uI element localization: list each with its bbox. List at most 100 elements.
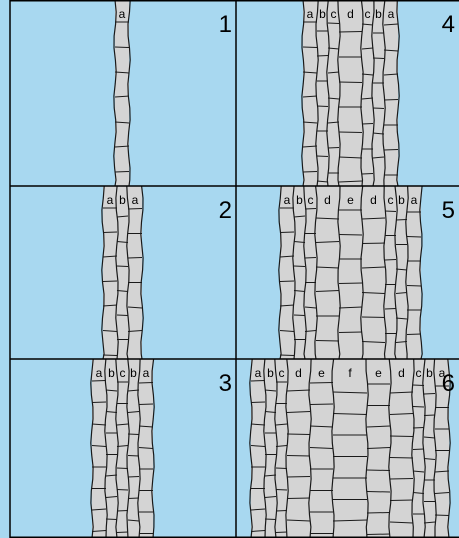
cell-wall [384, 100, 398, 101]
cell-wall [390, 458, 413, 459]
cell-wall [287, 434, 310, 435]
cell-wall [339, 32, 362, 33]
column-label-b: b [426, 366, 433, 380]
column-label-a: a [132, 193, 139, 207]
column-label-a: a [119, 7, 126, 21]
cell-wall [103, 232, 117, 233]
cell-wall [390, 436, 413, 437]
cell-wall [106, 519, 117, 520]
column-label-a: a [255, 366, 262, 380]
column-label-c: c [365, 7, 371, 21]
growth-strip [280, 186, 421, 359]
cell-wall [280, 355, 294, 356]
cell-wall [117, 266, 128, 267]
column-label-b: b [375, 7, 382, 21]
column-label-c: c [388, 193, 394, 207]
cell-wall [407, 286, 421, 287]
column-label-a: a [284, 193, 291, 207]
cell-wall [310, 404, 333, 405]
column-label-b: b [398, 193, 405, 207]
cell-wall [276, 511, 287, 512]
cell-wall [435, 515, 449, 516]
cell-wall [385, 309, 396, 310]
cell-wall [339, 132, 362, 133]
cell-wall [317, 106, 328, 107]
cell-wall [339, 235, 362, 236]
cell-wall [115, 47, 129, 48]
cell-wall [317, 56, 328, 57]
column-label-b: b [130, 366, 137, 380]
cell-wall [407, 237, 421, 238]
cell-wall [390, 479, 413, 480]
cell-wall [117, 315, 128, 316]
cell-wall [303, 47, 317, 48]
cell-wall [276, 532, 287, 533]
cell-wall [128, 434, 139, 435]
cell-wall [384, 150, 398, 151]
column-label-c: c [308, 193, 314, 207]
column-label-d: d [324, 193, 331, 207]
cell-wall [339, 82, 362, 83]
panel-5: abcdedcba5 [236, 186, 459, 359]
cell-wall [276, 490, 287, 491]
cell-wall [362, 174, 373, 175]
cell-wall [424, 394, 435, 395]
column-label-e: e [347, 193, 354, 207]
cell-wall [128, 498, 139, 499]
cell-wall [413, 449, 424, 450]
cell-wall [117, 468, 128, 469]
column-label-b: b [296, 193, 303, 207]
cell-wall [139, 383, 153, 384]
column-label-c: c [120, 366, 126, 380]
cell-wall [328, 148, 339, 149]
panel-number: 3 [219, 370, 232, 397]
cell-wall [396, 220, 407, 221]
cell-wall [310, 383, 333, 384]
column-label-a: a [388, 7, 395, 21]
cell-wall [413, 428, 424, 429]
column-label-c: c [416, 366, 422, 380]
cell-wall [128, 258, 142, 259]
column-label-a: a [143, 366, 150, 380]
cell-wall [128, 456, 139, 457]
cell-wall [305, 258, 316, 259]
cell-wall [385, 211, 396, 212]
column-label-b: b [119, 193, 126, 207]
cell-wall [92, 402, 106, 403]
cell-wall [407, 334, 421, 335]
column-label-e: e [318, 366, 325, 380]
panel-4: abcdcba4 [236, 0, 459, 186]
panel-3: abcba3 [10, 359, 236, 538]
column-label-b: b [319, 7, 326, 21]
column-label-c: c [279, 366, 285, 380]
column-label-b: b [267, 366, 274, 380]
cell-wall [413, 407, 424, 408]
cell-wall [117, 511, 128, 512]
cell-wall [280, 281, 294, 282]
cell-wall [280, 232, 294, 233]
column-label-d: d [398, 366, 405, 380]
column-label-e: e [375, 366, 382, 380]
panel-number: 4 [442, 11, 455, 38]
cell-wall [251, 381, 265, 382]
cell-wall [287, 456, 310, 457]
column-label-a: a [96, 366, 103, 380]
cell-wall [294, 315, 305, 316]
cell-wall [117, 490, 128, 491]
cell-wall [303, 172, 317, 173]
cell-wall [316, 341, 339, 342]
cell-wall [103, 281, 117, 282]
column-label-a: a [107, 193, 114, 207]
column-label-d: d [295, 366, 302, 380]
cell-wall [294, 266, 305, 267]
column-label-a: a [307, 7, 314, 21]
cell-wall [276, 468, 287, 469]
cell-wall [103, 355, 117, 356]
cell-wall [328, 23, 339, 24]
cell-wall [305, 209, 316, 210]
cell-wall [362, 243, 385, 244]
cell-wall [339, 283, 362, 284]
